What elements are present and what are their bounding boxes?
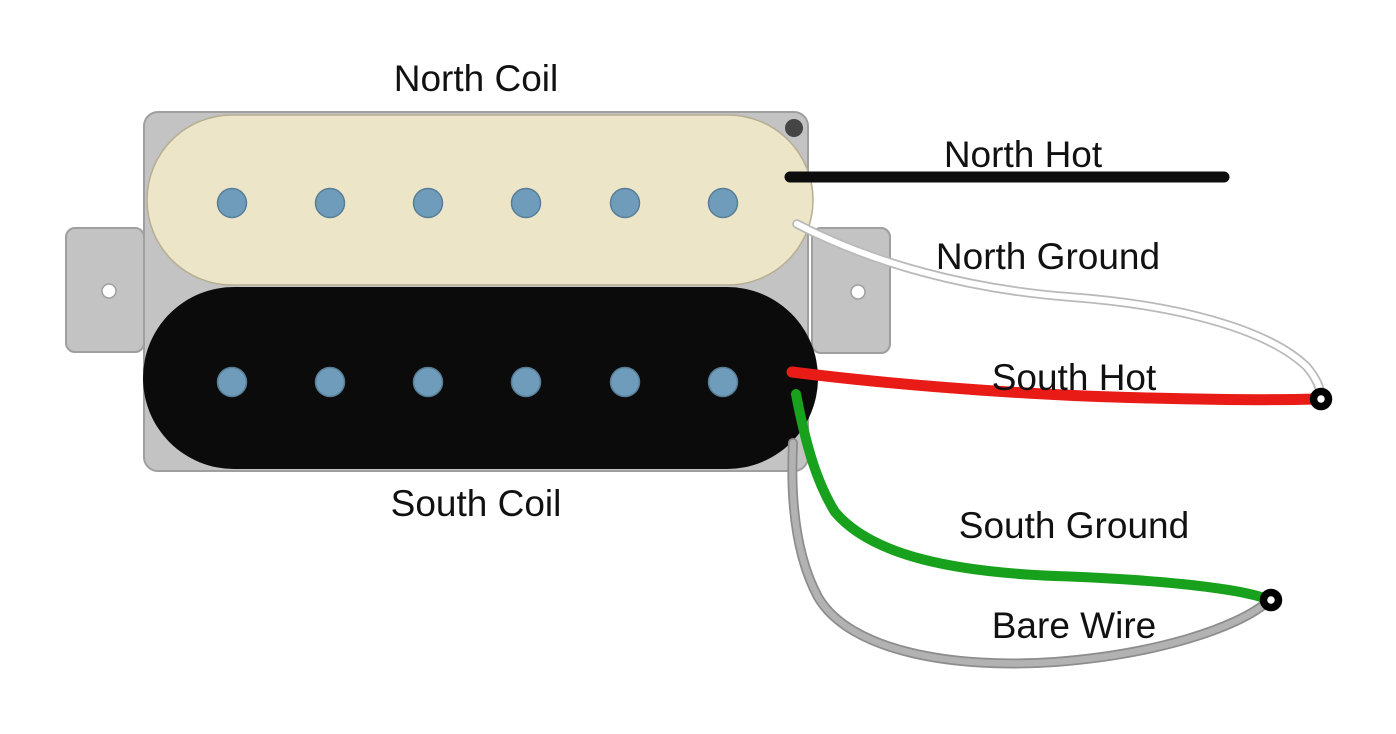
pole-piece xyxy=(510,366,542,398)
pole-piece xyxy=(216,187,248,219)
south-pole-pieces xyxy=(216,366,739,398)
pole-piece xyxy=(314,366,346,398)
north-ground-label: North Ground xyxy=(936,236,1160,277)
pole-piece xyxy=(707,187,739,219)
south-coil-bobbin xyxy=(143,287,818,469)
south-hot-wire xyxy=(786,366,1322,406)
north-pole-pieces xyxy=(216,187,739,219)
north-hot-label: North Hot xyxy=(944,134,1103,175)
pole-piece xyxy=(510,187,542,219)
north-ground-wire xyxy=(794,221,1324,401)
south-coil-label: South Coil xyxy=(391,483,562,524)
wire-junction-ground-bare xyxy=(1259,588,1283,612)
north-coil-label: North Coil xyxy=(394,58,559,99)
south-ground-label: South Ground xyxy=(959,505,1189,546)
pole-piece xyxy=(412,187,444,219)
pole-piece xyxy=(609,187,641,219)
pole-piece xyxy=(412,366,444,398)
pole-piece xyxy=(609,366,641,398)
pole-piece xyxy=(707,366,739,398)
south-ground-wire xyxy=(791,389,1272,604)
south-hot-label: South Hot xyxy=(992,357,1157,398)
pole-piece xyxy=(216,366,248,398)
bare-wire-label: Bare Wire xyxy=(992,605,1156,646)
screw-head xyxy=(785,119,803,137)
bare-wire xyxy=(789,439,1270,667)
right-mounting-hole xyxy=(850,284,866,300)
wire-junction-hot-ground xyxy=(1309,387,1333,411)
north-coil-bobbin xyxy=(146,114,814,286)
pole-piece xyxy=(314,187,346,219)
left-mounting-hole xyxy=(101,283,117,299)
